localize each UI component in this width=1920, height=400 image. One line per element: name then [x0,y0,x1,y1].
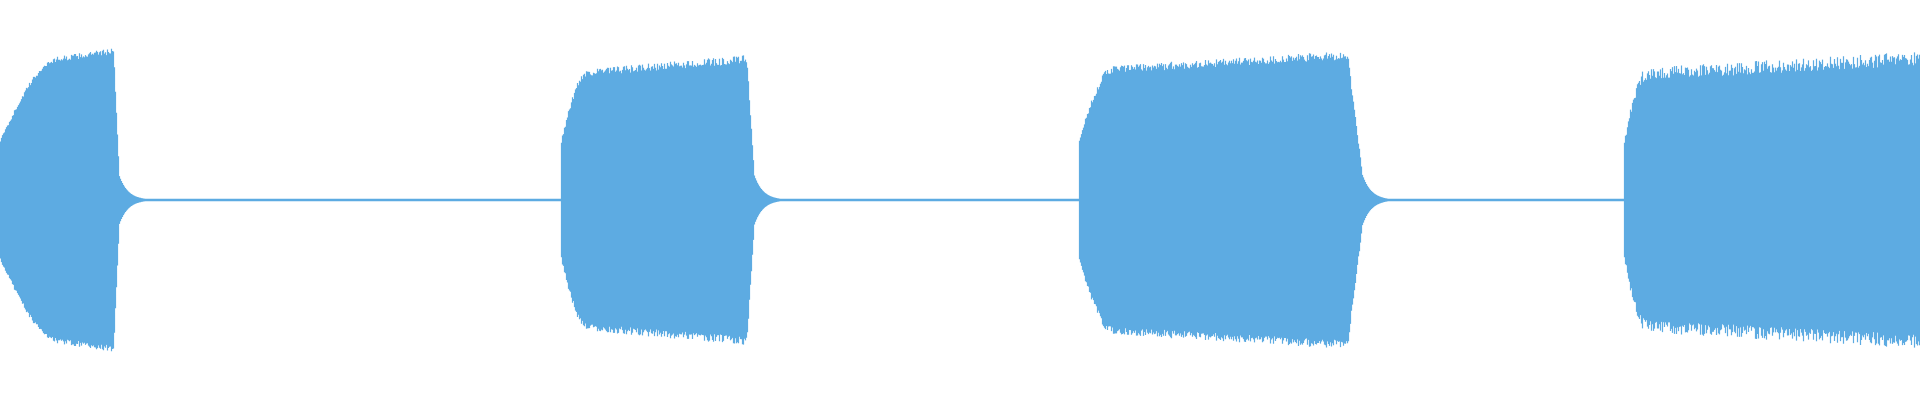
waveform-trace [0,48,1920,352]
waveform-columns [0,48,1920,352]
